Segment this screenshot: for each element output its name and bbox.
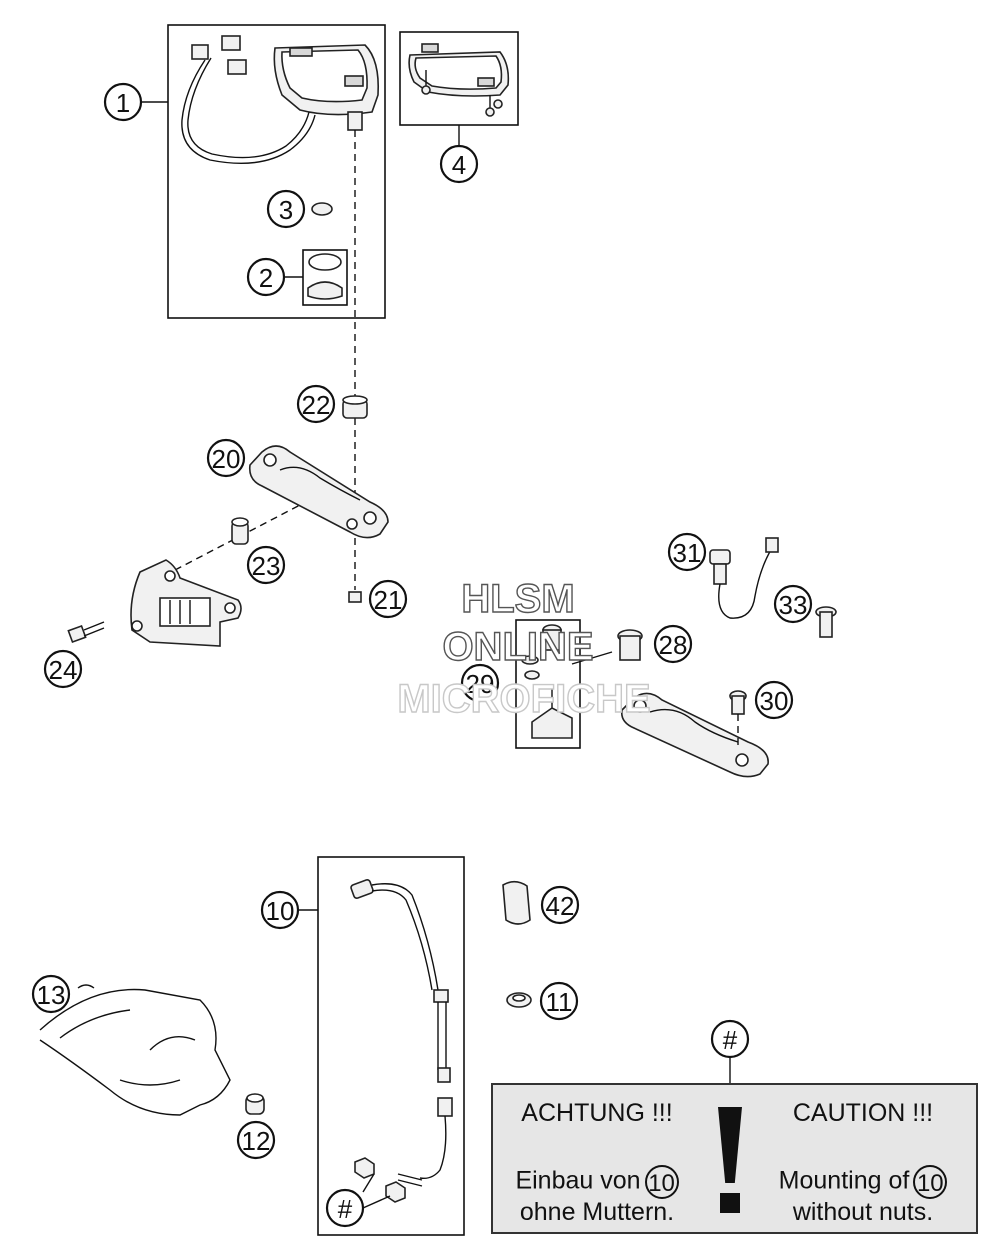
group-box-1 bbox=[167, 24, 386, 319]
callout-28: 28 bbox=[653, 624, 693, 664]
note-german-heading: ACHTUNG !!! bbox=[521, 1099, 673, 1127]
callout-23: 23 bbox=[246, 545, 286, 585]
callout-11: 11 bbox=[539, 981, 579, 1021]
svg-text:4: 4 bbox=[452, 150, 466, 180]
callout-1: 1 bbox=[103, 82, 143, 122]
part-20-bracket bbox=[248, 445, 389, 539]
part-13-clip-and-disc bbox=[39, 984, 231, 1116]
part-31-cable bbox=[709, 537, 779, 619]
part-30-rivet bbox=[729, 690, 747, 715]
part-21-nut bbox=[348, 591, 362, 603]
nuts bbox=[354, 1157, 406, 1203]
note-german-ref: 10 bbox=[644, 1165, 679, 1199]
svg-text:MICROFICHE: MICROFICHE bbox=[397, 677, 650, 721]
svg-text:21: 21 bbox=[374, 585, 403, 615]
callout-29: 29 bbox=[460, 663, 500, 703]
callout-3: 3 bbox=[266, 189, 306, 229]
callout-13: 13 bbox=[31, 974, 71, 1014]
group-box-29 bbox=[515, 619, 581, 749]
svg-text:HLSM: HLSM bbox=[461, 577, 574, 621]
svg-text:#: # bbox=[723, 1025, 738, 1055]
svg-text:20: 20 bbox=[212, 444, 241, 474]
part-28-bushing bbox=[617, 629, 643, 661]
svg-text:10: 10 bbox=[266, 896, 295, 926]
part-42-clip bbox=[502, 880, 531, 925]
svg-text:22: 22 bbox=[302, 390, 331, 420]
part-33-pin bbox=[815, 606, 837, 638]
part-29-components bbox=[521, 624, 613, 739]
svg-text:28: 28 bbox=[659, 630, 688, 660]
exclamation-dot bbox=[720, 1193, 740, 1213]
callout-24: 24 bbox=[43, 649, 83, 689]
callout-hash-top: # bbox=[710, 1019, 750, 1059]
part-3-grommet bbox=[311, 202, 333, 216]
svg-text:12: 12 bbox=[242, 1126, 271, 1156]
svg-text:3: 3 bbox=[279, 195, 293, 225]
leader-lines bbox=[141, 101, 731, 1209]
callout-33: 33 bbox=[773, 584, 813, 624]
svg-text:ONLINE: ONLINE bbox=[442, 625, 593, 669]
svg-text:29: 29 bbox=[466, 669, 495, 699]
callout-hash-bottom: # bbox=[325, 1188, 365, 1228]
callout-31: 31 bbox=[667, 532, 707, 572]
watermark: HLSM ONLINE MICROFICHE bbox=[397, 576, 652, 721]
svg-text:42: 42 bbox=[546, 891, 575, 921]
svg-text:#: # bbox=[338, 1194, 353, 1224]
callout-20: 20 bbox=[206, 438, 246, 478]
callout-22: 22 bbox=[296, 384, 336, 424]
group-box-10 bbox=[317, 856, 465, 1236]
note-english-line2: without nuts. bbox=[792, 1198, 934, 1226]
part-22-grommet bbox=[342, 395, 368, 419]
svg-text:11: 11 bbox=[546, 987, 573, 1017]
callout-10: 10 bbox=[260, 890, 300, 930]
right-bracket bbox=[620, 692, 769, 778]
svg-text:33: 33 bbox=[779, 590, 808, 620]
part-11-clamp bbox=[506, 992, 532, 1008]
svg-text:30: 30 bbox=[760, 686, 789, 716]
callout-2: 2 bbox=[246, 257, 286, 297]
part-24-bolt-and-plate bbox=[67, 559, 242, 647]
svg-text:13: 13 bbox=[37, 980, 66, 1010]
speedometer-unit bbox=[181, 35, 380, 164]
callout-4: 4 bbox=[439, 144, 479, 184]
svg-text:2: 2 bbox=[259, 263, 273, 293]
svg-text:1: 1 bbox=[116, 88, 130, 118]
part-2-seal bbox=[307, 253, 343, 300]
callout-42: 42 bbox=[540, 885, 580, 925]
note-german-line2: ohne Muttern. bbox=[519, 1198, 675, 1226]
svg-text:23: 23 bbox=[252, 551, 281, 581]
callout-30: 30 bbox=[754, 680, 794, 720]
note-english-text1: Mounting of bbox=[778, 1166, 910, 1195]
part-12-spacer bbox=[245, 1093, 265, 1115]
callout-21: 21 bbox=[368, 579, 408, 619]
note-german-text1: Einbau von bbox=[515, 1166, 641, 1195]
callout-12: 12 bbox=[236, 1120, 276, 1160]
part-10-sensor-cable bbox=[350, 879, 453, 1187]
exclamation-icon bbox=[718, 1107, 742, 1183]
part-23-grommet bbox=[231, 517, 249, 545]
cover-with-screws bbox=[408, 43, 510, 117]
svg-text:31: 31 bbox=[673, 538, 702, 568]
note-english-ref: 10 bbox=[913, 1165, 948, 1199]
note-english-heading: CAUTION !!! bbox=[792, 1099, 934, 1127]
svg-text:24: 24 bbox=[49, 655, 78, 685]
